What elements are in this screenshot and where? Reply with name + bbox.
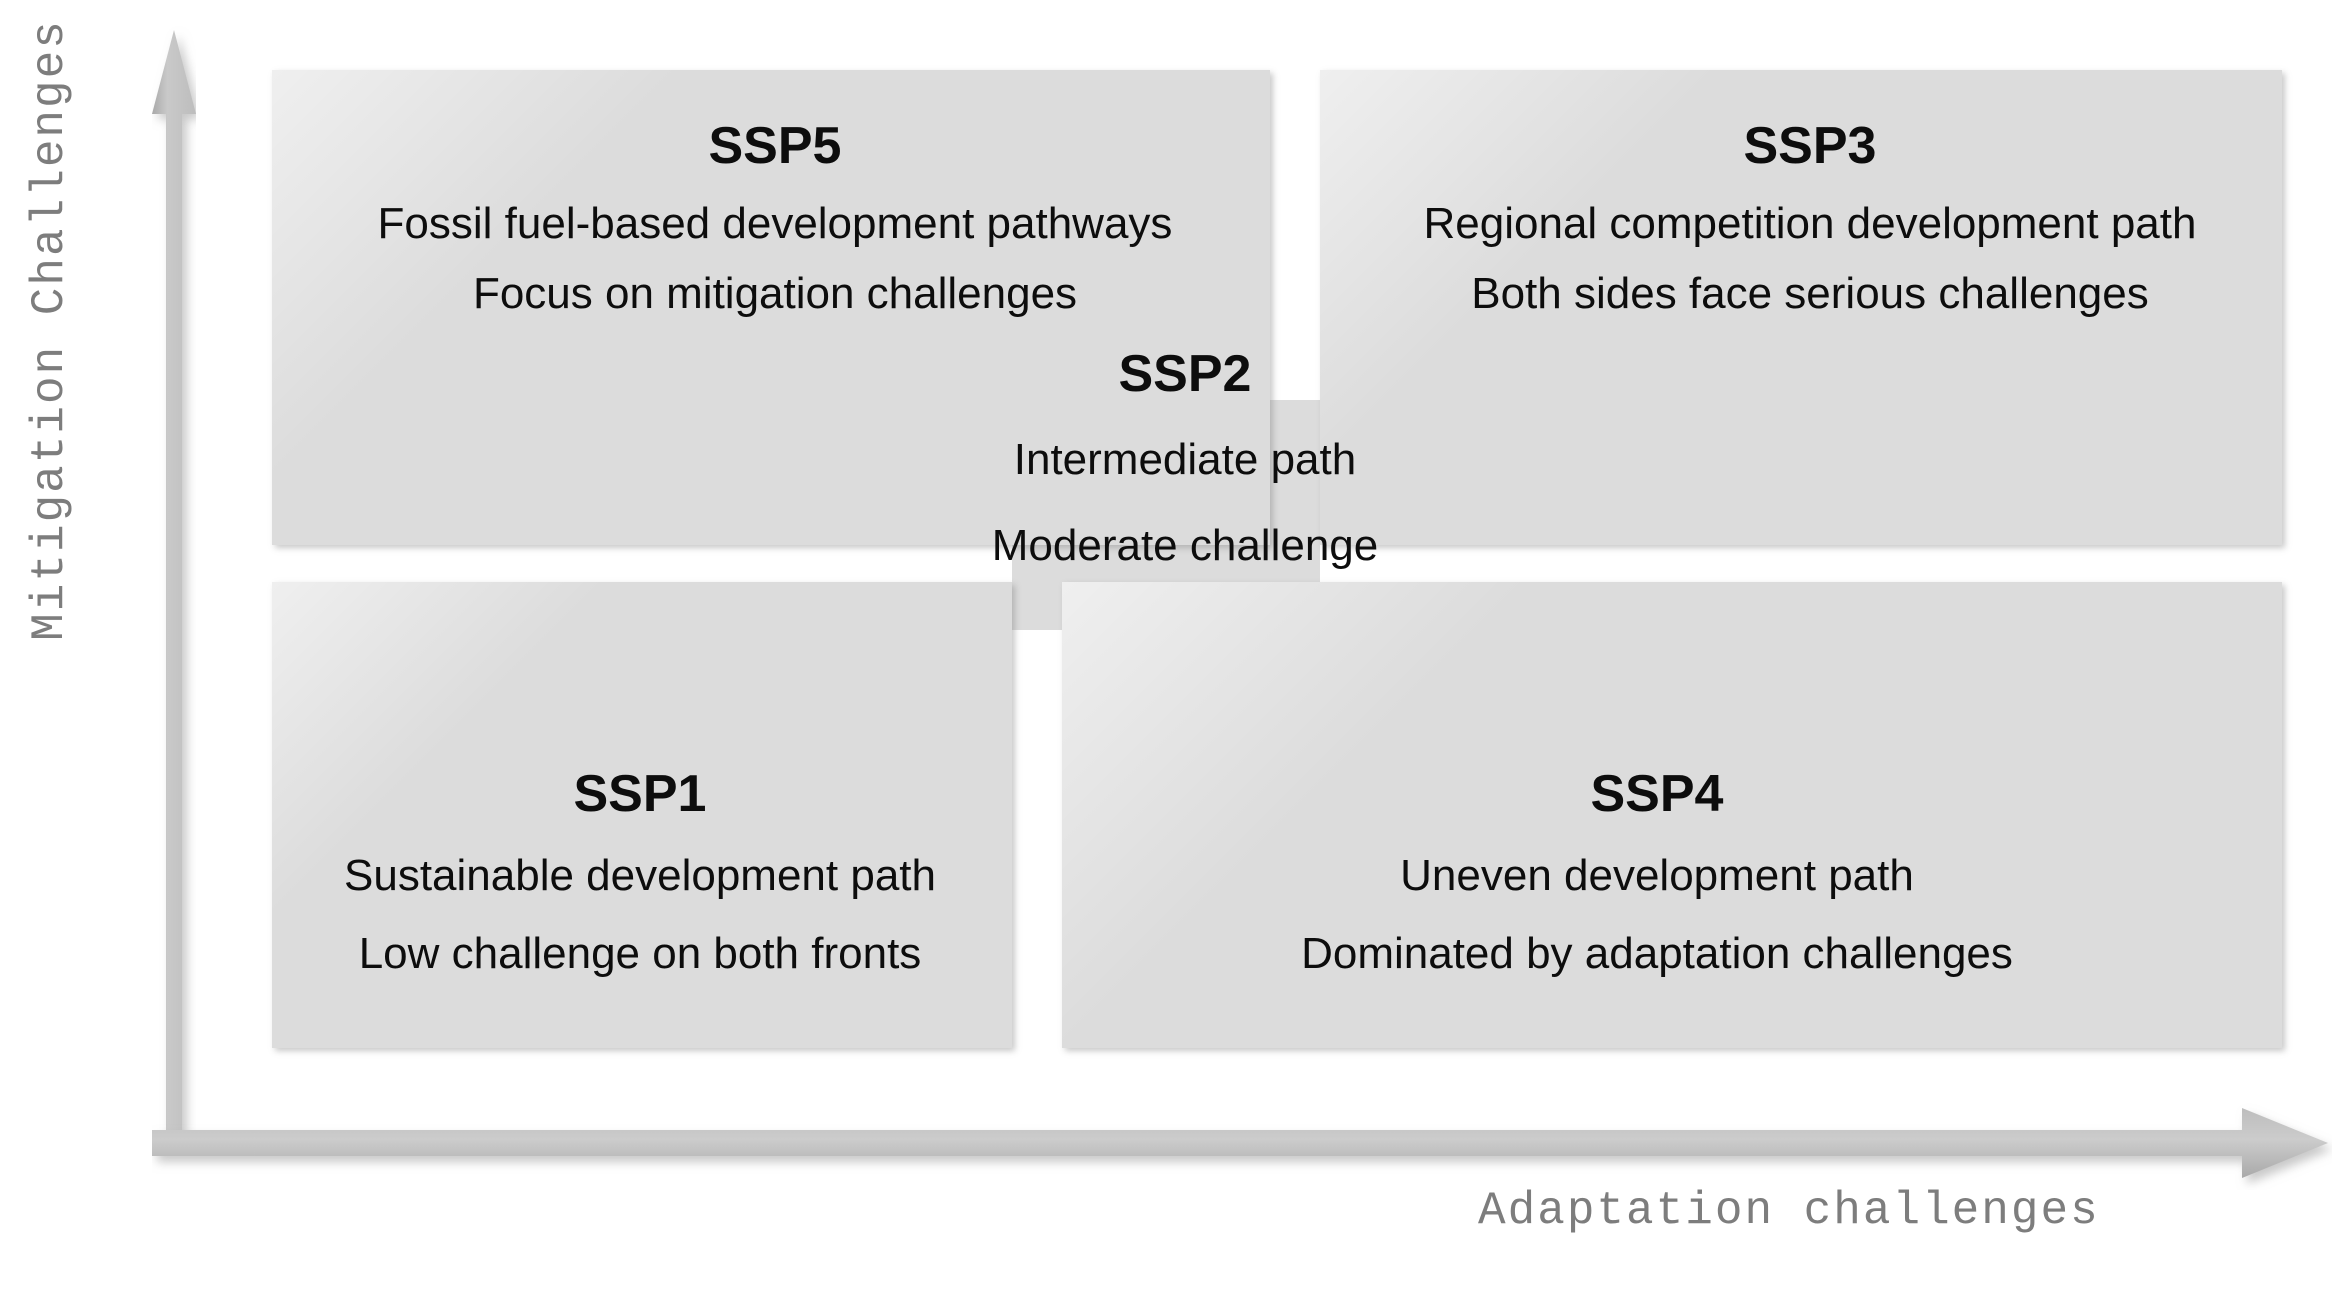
quadrant-ssp4: SSP4 Uneven development path Dominated b… [1032, 768, 2282, 1010]
quadrant-ssp5-line-1: Fossil fuel-based development pathways [377, 199, 1173, 248]
quadrant-ssp1-title: SSP1 [573, 765, 707, 823]
quadrant-ssp1: SSP1 Sustainable development path Low ch… [280, 768, 1000, 1010]
quadrant-ssp1-line-1: Sustainable development path [344, 851, 936, 900]
panel-bottom-right[interactable] [1062, 582, 2282, 1048]
quadrant-ssp3: SSP3 Regional competition development pa… [1330, 120, 2290, 316]
x-axis-arrow [152, 1108, 2328, 1178]
quadrant-ssp3-title: SSP3 [1743, 117, 1877, 175]
quadrant-ssp5-title: SSP5 [708, 117, 842, 175]
quadrant-ssp5-line-2: Focus on mitigation challenges [472, 269, 1078, 318]
quadrant-ssp4-title: SSP4 [1590, 765, 1724, 823]
scenario-matrix-panels [272, 70, 2282, 1048]
quadrant-ssp2: SSP2 Intermediate path Moderate challeng… [900, 348, 1470, 610]
quadrant-ssp1-line-2: Low challenge on both fronts [358, 929, 922, 978]
y-axis-arrow [152, 30, 196, 1146]
x-axis-label: Adaptation challenges [1478, 1185, 2100, 1237]
quadrant-ssp5: SSP5 Fossil fuel-based development pathw… [280, 120, 1270, 316]
quadrant-ssp4-line-1: Uneven development path [1400, 851, 1914, 900]
y-axis-label: Mitigation Challenges [0, 0, 100, 660]
y-axis-label-text: Mitigation Challenges [24, 19, 76, 641]
panel-bottom-left[interactable] [272, 582, 1012, 1048]
quadrant-ssp2-line-2: Moderate challenge [991, 521, 1379, 570]
panel-top-right[interactable] [1320, 70, 2282, 545]
quadrant-ssp3-line-1: Regional competition development path [1423, 199, 2197, 248]
quadrant-ssp4-line-2: Dominated by adaptation challenges [1301, 929, 2013, 978]
quadrant-ssp3-line-2: Both sides face serious challenges [1471, 269, 2149, 318]
panel-top-left[interactable] [272, 70, 1270, 545]
quadrant-ssp2-title: SSP2 [1118, 345, 1252, 403]
quadrant-ssp2-line-1: Intermediate path [1013, 435, 1357, 484]
